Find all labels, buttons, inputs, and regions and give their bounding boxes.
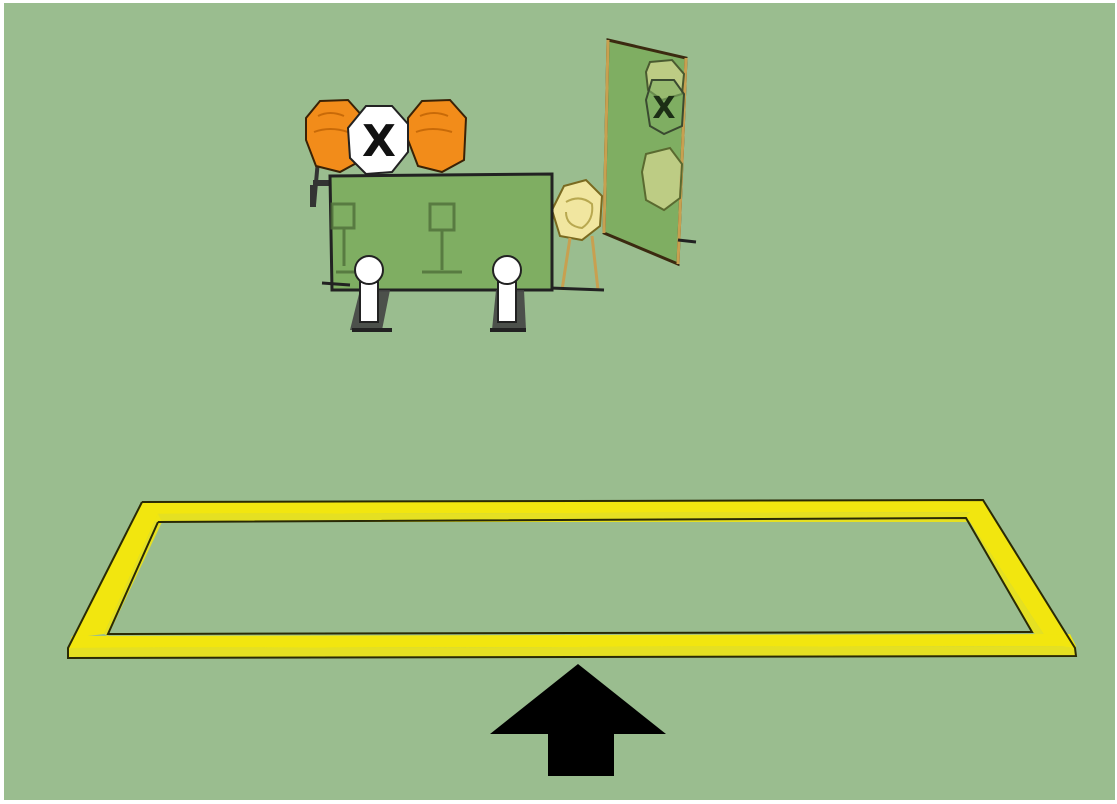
side-panel: X — [602, 38, 697, 267]
no-shoot-label: X — [362, 116, 396, 167]
popper-left — [350, 255, 392, 332]
no-shoot-plate: X — [346, 105, 409, 176]
paper-target — [549, 178, 605, 292]
mirror-no-shoot-label: X — [652, 91, 675, 126]
ground — [4, 3, 1115, 800]
mirror-paper-target — [640, 146, 684, 212]
popper-right — [490, 255, 526, 332]
shooting-box — [67, 498, 1078, 660]
mirror-no-shoot-plate — [644, 79, 686, 136]
steel-plate-orange-right — [407, 98, 468, 174]
direction-arrow — [490, 664, 666, 776]
